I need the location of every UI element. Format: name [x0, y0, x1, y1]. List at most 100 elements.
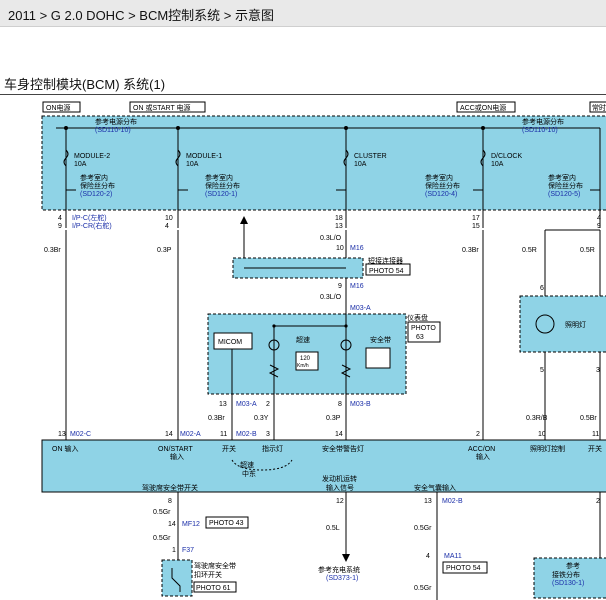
- wire-0-3br-cluster: 0.3Br: [208, 415, 225, 422]
- bcm-illum-control: 照明灯控制: [530, 444, 565, 453]
- power-label-on: ON电源: [46, 103, 71, 112]
- ref-ground-code: (SD130-1): [552, 580, 584, 587]
- pin-4b: 4: [165, 223, 169, 230]
- ref-interior-1: 参考室内: [80, 173, 108, 182]
- fuse-junction-dot: [176, 126, 180, 130]
- ref-interior-4: 参考室内: [548, 173, 576, 182]
- fuse-cluster-amp: 10A: [354, 161, 367, 168]
- ref-interior-3-code: (SD120-4): [425, 191, 457, 198]
- pin-17: 17: [472, 215, 480, 222]
- fuse-symbols: [63, 149, 486, 167]
- bcm-module: [41, 439, 606, 493]
- fuse-junctions: [64, 126, 485, 130]
- cluster-m03b: M03-B: [350, 401, 371, 408]
- bcm-m02b: M02-B: [236, 431, 257, 438]
- lower-wires: [177, 492, 601, 600]
- wire-0-5r-a: 0.5R: [522, 247, 537, 254]
- ref-power-1: 参考电源分布: [95, 117, 137, 126]
- bcm-engine-run: 发动机运转: [322, 474, 357, 483]
- cluster-name: 仪表盘: [407, 313, 428, 322]
- cluster-junction-dot: [272, 324, 276, 328]
- cluster-pin-2: 2: [266, 401, 270, 408]
- fuse-module2-symbol: [63, 149, 69, 167]
- power-label-acc: ACC或ON电源: [460, 103, 506, 112]
- bcm-driver-buckle: 驾驶席安全带开关: [142, 483, 198, 492]
- lower-photo-61: PHOTO 61: [196, 585, 231, 592]
- ref-interior-2: 参考室内: [205, 173, 233, 182]
- wire-0-3lo-top: 0.3L/O: [320, 235, 342, 242]
- lower-photo-43: PHOTO 43: [209, 520, 244, 527]
- wire-0-3y: 0.3Y: [254, 415, 269, 422]
- pin-10: 10: [165, 215, 173, 222]
- wire-0-5br: 0.5Br: [580, 415, 597, 422]
- cluster-to-bcm-wires: [231, 394, 347, 440]
- lower-pin-1: 1: [172, 547, 176, 554]
- bcm-pin-13b: 13: [424, 498, 432, 505]
- ref-interior-3b: 保险丝分布: [425, 181, 460, 190]
- label-frame-cut: [589, 101, 606, 113]
- bcm-engine-run-2: 输入信号: [326, 483, 354, 492]
- fuse-box: [41, 115, 606, 211]
- bcm-m02b-lower: M02-B: [442, 498, 463, 505]
- fuse-module1-symbol: [175, 149, 181, 167]
- bcm-on-input: ON 输入: [52, 444, 78, 453]
- wire-0-3p-cluster: 0.3P: [326, 415, 341, 422]
- ref-charge-code: (SD373-1): [326, 575, 358, 582]
- pin-4: 4: [58, 215, 62, 222]
- fuse-cluster-symbol: [343, 149, 349, 167]
- fuse-module1-amp: 10A: [186, 161, 199, 168]
- ipc-right-label: I/P-CR(右舵): [72, 221, 112, 230]
- bcm-pin-11b: 11: [592, 431, 599, 438]
- seatbelt-switch-label-2: 扣环开关: [194, 570, 222, 579]
- photo-54-lower-frame: [442, 561, 488, 574]
- bcm-on-start-2: 输入: [170, 452, 184, 461]
- lamp-pin-3: 3: [596, 367, 600, 374]
- lower-mf12: MF12: [182, 521, 200, 528]
- wire-0-3br-left: 0.3Br: [44, 247, 61, 254]
- bcm-switch-2: 开关: [588, 444, 602, 453]
- bcm-pin-14b: 14: [335, 431, 343, 438]
- main-wires: [65, 222, 601, 440]
- short-connector-label: 短接连接器: [368, 256, 403, 265]
- ref-charge: 参考充电系统: [318, 565, 360, 574]
- lower-f37: F37: [182, 547, 194, 554]
- lower-pin-14: 14: [168, 521, 176, 528]
- bcm-overspeed: 超速: [240, 460, 254, 469]
- ref-ground: 参考: [566, 561, 580, 570]
- seatbelt-switch-icon: [171, 568, 181, 592]
- wire-0-5l: 0.5L: [326, 525, 340, 532]
- power-label-on-start: ON 或START 电源: [133, 103, 191, 112]
- cluster-pin-8: 8: [338, 401, 342, 408]
- bcm-pin-14: 14: [165, 431, 173, 438]
- label-frame-on: [42, 101, 81, 113]
- lower-pin-4: 4: [426, 553, 430, 560]
- ref-power-2: 参考电源分布: [522, 117, 564, 126]
- power-label-cut: 常时: [592, 103, 606, 112]
- ref-interior-1-code: (SD120-2): [80, 191, 112, 198]
- label-frame-acc: [456, 101, 516, 113]
- bcm-switch: 开关: [222, 444, 236, 453]
- breadcrumb-bar: 2011 > G 2.0 DOHC > BCM控制系统 > 示意图: [0, 0, 606, 27]
- illumination-lamp-icon: [535, 314, 555, 334]
- wire-0-5r-b: 0.5R: [580, 247, 595, 254]
- fuse-box-wiring: [56, 127, 601, 228]
- cluster-photo-num: 63: [416, 334, 424, 341]
- wire-0-3br-right: 0.3Br: [462, 247, 479, 254]
- bcm-pin-2b: 2: [596, 498, 600, 505]
- ref-interior-3: 参考室内: [425, 173, 453, 182]
- lamp-pin-6: 6: [540, 285, 544, 292]
- bcm-acc-on: ACC/ON: [468, 446, 495, 453]
- bcm-pin-12: 12: [336, 498, 344, 505]
- bcm-belt-warning: 安全带警告灯: [322, 444, 364, 453]
- belt-resistor-symbol: [340, 364, 352, 378]
- ref-ground-2: 接铁分布: [552, 570, 580, 579]
- speed-value: 120: [300, 356, 311, 362]
- conn-m16-b: M16: [350, 283, 364, 290]
- bcm-m02c: M02-C: [70, 431, 91, 438]
- pin-4c: 4: [597, 215, 601, 222]
- illumination-lamp-label: 照明灯: [565, 320, 586, 329]
- wire-0-3lo-mid: 0.3L/O: [320, 294, 342, 301]
- bcm-m02a: M02-A: [180, 431, 201, 438]
- cluster-junction-dot: [344, 324, 348, 328]
